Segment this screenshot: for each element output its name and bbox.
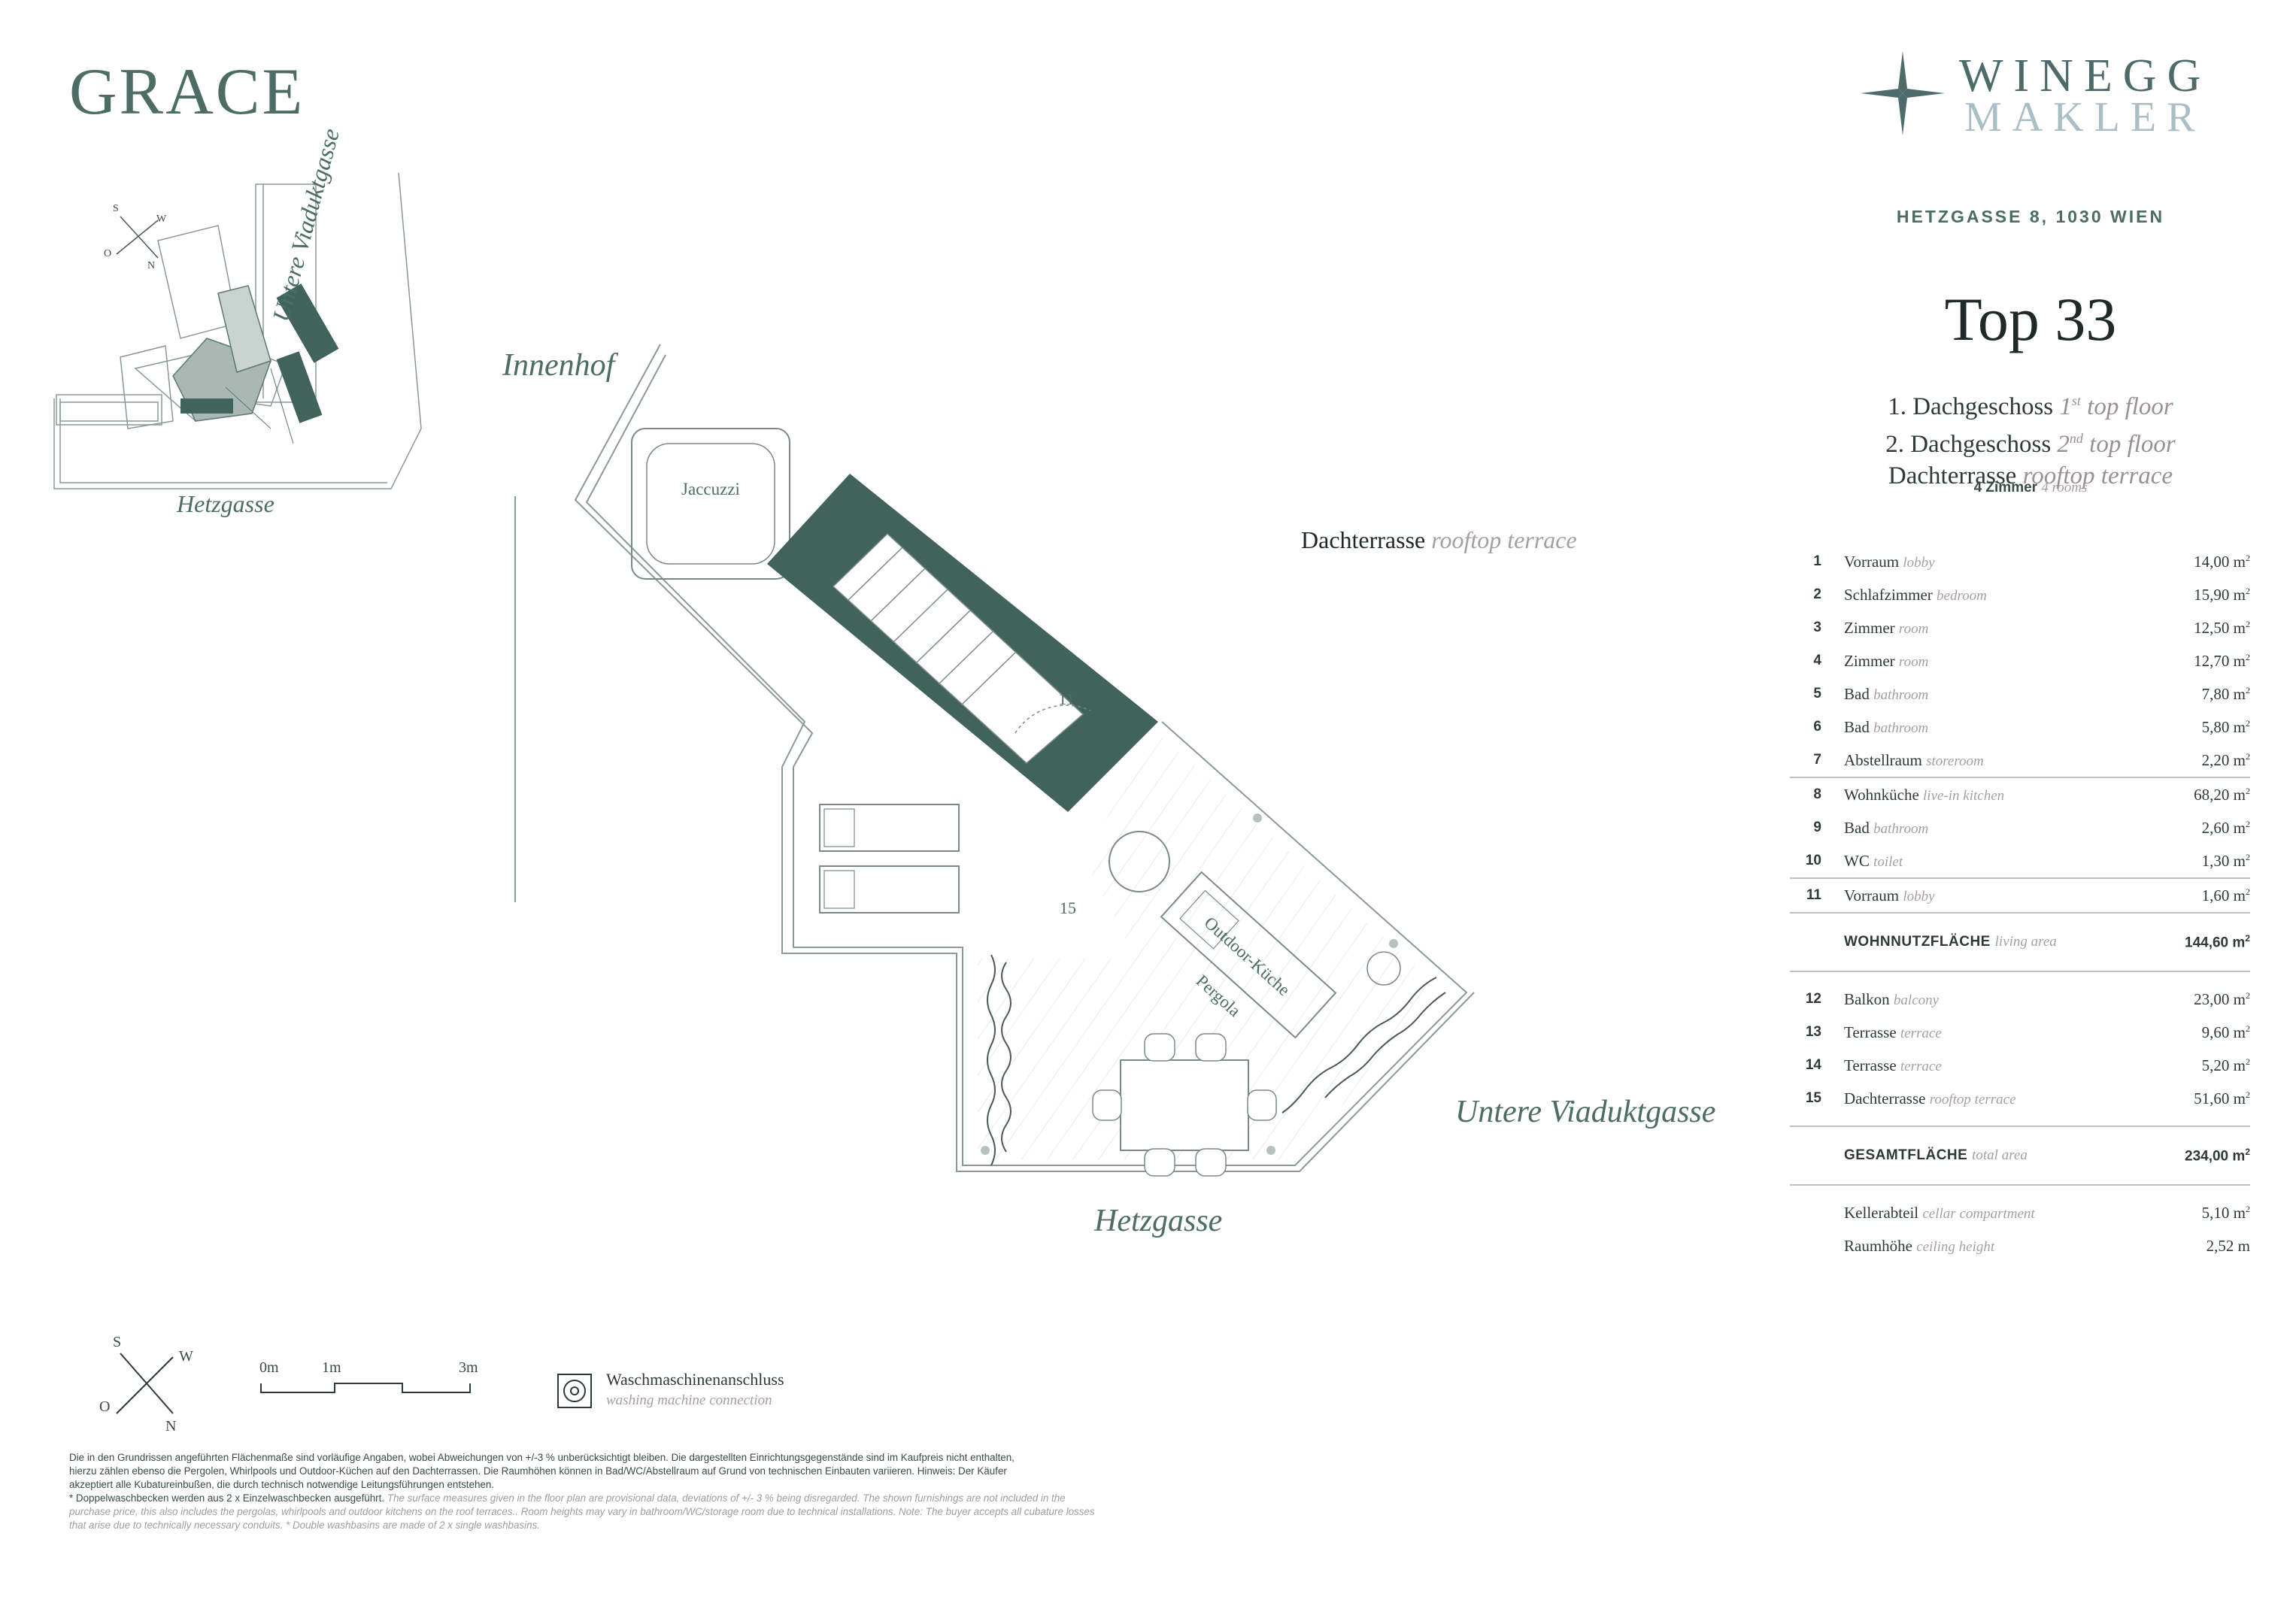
logo-word-winegg: WINEGG — [1959, 50, 2212, 102]
keymap-compass-n: N — [147, 260, 156, 271]
floor-line-1: 1. Dachgeschoss 1st top floor — [1888, 393, 2173, 420]
compass-n: N — [165, 1418, 177, 1435]
floor-line-3: Dachterrasse rooftop terrace — [1888, 462, 2173, 489]
address: HETZGASSE 8, 1030 WIEN — [1896, 207, 2165, 226]
scale-1m: 1m — [322, 1359, 341, 1376]
plan-label-hetzgasse: Hetzgasse — [1094, 1204, 1223, 1238]
scale-3m: 3m — [459, 1359, 478, 1376]
compass-o: O — [99, 1398, 111, 1415]
site-keymap — [53, 173, 422, 489]
plan-label-jaccuzzi: Jaccuzzi — [681, 480, 740, 498]
floor-plan: Jaccuzzi 11 15 Outdoor-Küche Pergola — [514, 344, 1475, 1177]
disclaimer-line: Die in den Grundrissen angeführten Fläch… — [69, 1452, 1015, 1463]
plan-label-room-11: 11 — [1058, 689, 1074, 708]
scale-bar — [260, 1383, 471, 1393]
washing-machine-icon — [557, 1374, 592, 1408]
logo-word-makler: MAKLER — [1964, 94, 2206, 141]
disclaimer-line: that arise due to technically necessary … — [69, 1519, 540, 1531]
legend-label-en: washing machine connection — [606, 1392, 772, 1408]
compass-s: S — [113, 1334, 122, 1350]
disclaimer-line: * Doppelwaschbecken werden aus 2 x Einze… — [69, 1492, 1066, 1504]
compass-w: W — [179, 1348, 193, 1365]
plan-label-room-15: 15 — [1060, 898, 1076, 917]
keymap-compass-o: O — [104, 248, 112, 259]
keymap-compass-icon — [116, 216, 159, 259]
keymap-compass-w: W — [156, 214, 167, 225]
legend-label: Waschmaschinenanschluss — [606, 1370, 784, 1389]
disclaimer-line: hierzu zählen ebenso die Pergolen, Whirl… — [69, 1465, 1007, 1477]
disclaimer-line: purchase price, this also includes the p… — [69, 1506, 1095, 1517]
brand-title: GRACE — [69, 56, 305, 129]
disclaimer: Die in den Grundrissen angeführten Fläch… — [69, 1451, 1303, 1532]
compass-star-icon — [1861, 51, 1945, 135]
disclaimer-line: akzeptiert alle Kubatureinbußen, die dur… — [69, 1479, 495, 1490]
plan-label-untere-viaduktgasse: Untere Viaduktgasse — [1455, 1095, 1716, 1129]
scale-0m: 0m — [259, 1359, 279, 1376]
plan-label-innenhof: Innenhof — [502, 348, 615, 383]
floor-line-2: 2. Dachgeschoss 2nd top floor — [1885, 431, 2176, 458]
unit-title: Top 33 — [1944, 285, 2117, 353]
keymap-street-hetzgasse: Hetzgasse — [177, 490, 274, 517]
compass-icon — [116, 1353, 174, 1414]
floor-list: 1. Dachgeschoss 1st top floor 2. Dachges… — [1790, 385, 2271, 492]
keymap-compass-s: S — [113, 203, 119, 214]
plan-label-dachterrasse: Dachterrasse rooftop terrace — [1301, 526, 1577, 553]
room-count: 4 Zimmer 4 rooms — [1973, 480, 2088, 495]
